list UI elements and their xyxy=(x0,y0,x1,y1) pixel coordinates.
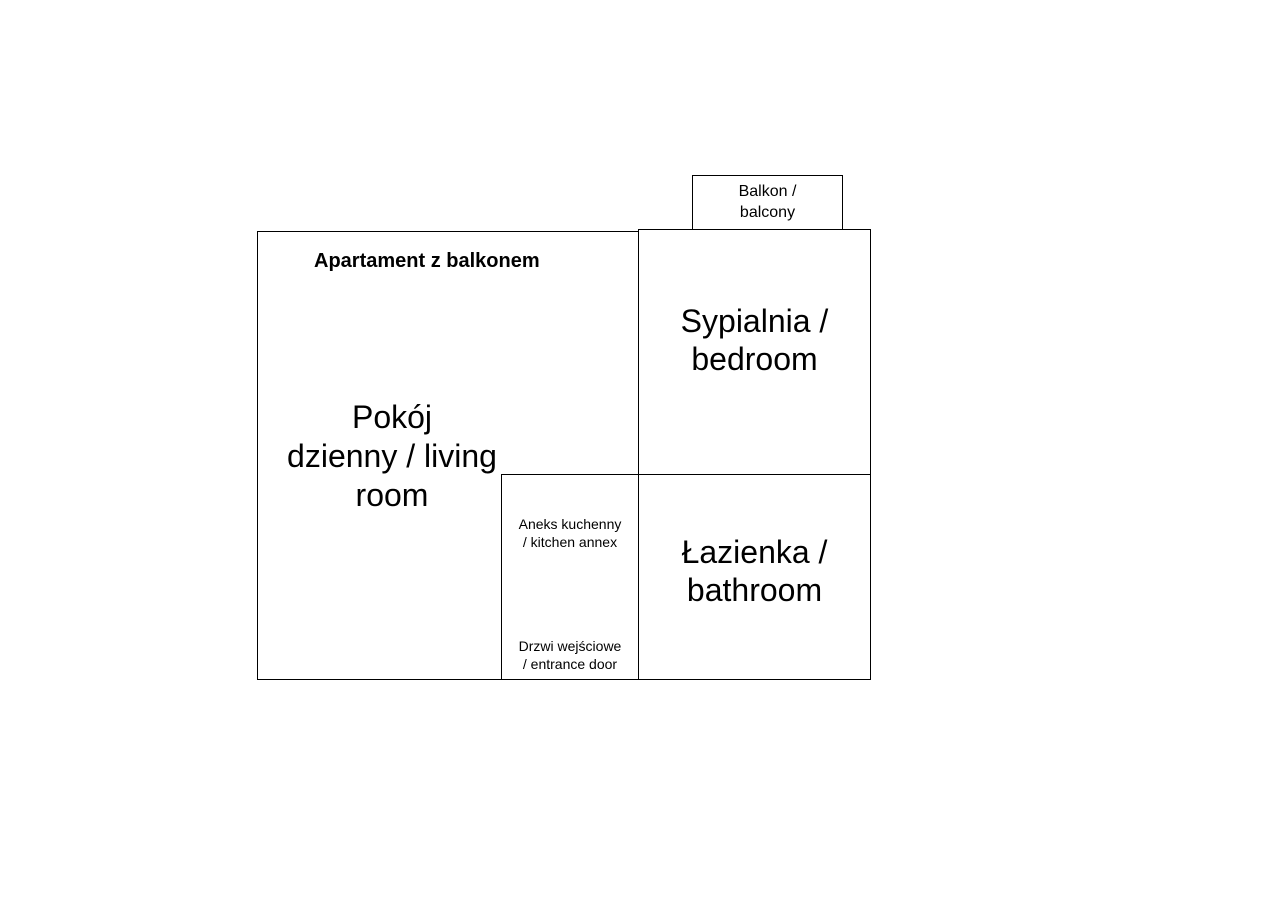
kitchen-annex-label: Aneks kuchenny / kitchen annex xyxy=(518,516,622,550)
bedroom-label: Sypialnia / bedroom xyxy=(680,303,829,377)
balcony-room xyxy=(692,175,843,231)
balcony-label: Balkon / balcony xyxy=(738,183,797,221)
living-room-label: Pokój dzienny / living room xyxy=(287,399,497,513)
bathroom-room xyxy=(638,474,871,680)
bedroom-room xyxy=(638,229,871,476)
entrance-door-label: Drzwi wejściowe / entrance door xyxy=(518,638,622,672)
plan-title: Apartament z balkonem xyxy=(314,250,540,272)
bathroom-label: Łazienka / bathroom xyxy=(681,534,828,608)
